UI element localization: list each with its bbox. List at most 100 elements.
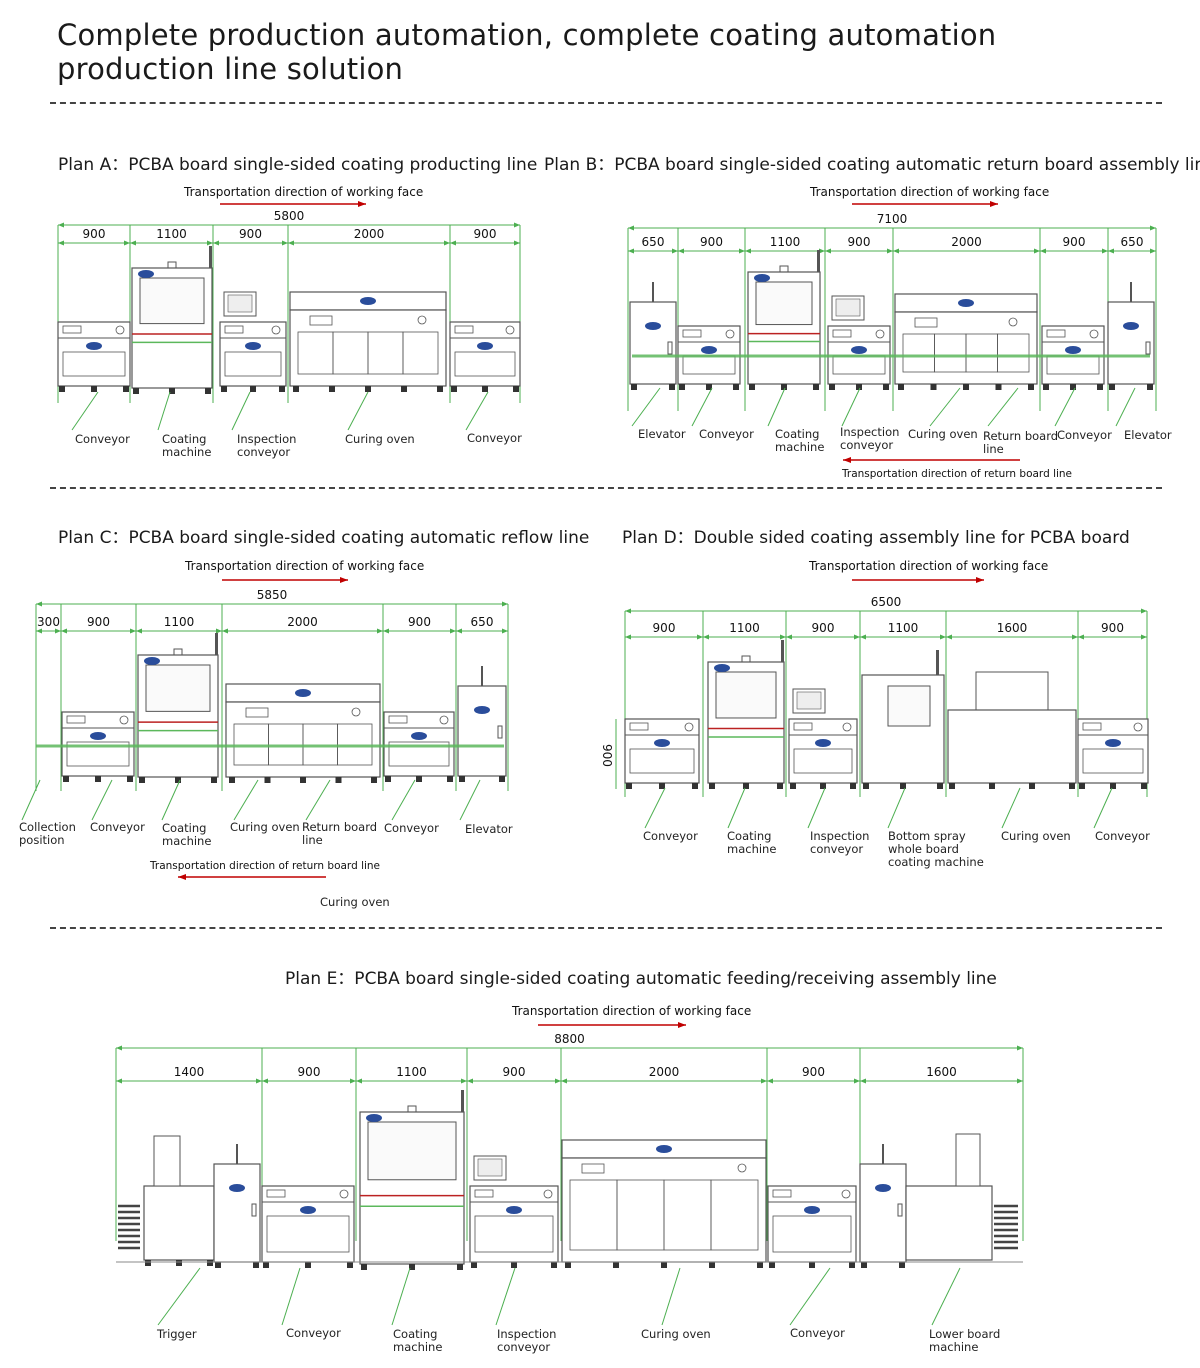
plan-d-leader [887, 787, 906, 829]
coater-logo-icon [714, 664, 730, 672]
plan-d-label-4: Curing oven [1001, 829, 1071, 843]
plan-d-total-dimension: 6500 [870, 595, 902, 609]
oven-knob [417, 315, 427, 325]
conveyor-logo-icon [506, 1206, 522, 1214]
conveyor-panel [1046, 329, 1066, 338]
plan-b-label-3: Inspection conveyor [840, 425, 900, 452]
conveyor-knob [684, 722, 694, 732]
oven-logo-icon [295, 689, 311, 697]
machine-foot [229, 777, 235, 783]
plan-d-label-1: Coating machine [727, 829, 777, 856]
plan-b-segment-line-l [1108, 248, 1114, 254]
oven-door [367, 331, 404, 375]
elevator-body [629, 301, 677, 385]
machine-foot [215, 1262, 221, 1268]
plan-d-segment-line-l [860, 634, 866, 640]
elevator-handle [251, 1203, 257, 1217]
plan-e-label-5: Conveyor [790, 1326, 845, 1340]
plan-e-label-2: Coating machine [393, 1327, 443, 1354]
plan-c-leader [391, 779, 416, 821]
machine-foot [849, 1262, 855, 1268]
plan-a-segment-line-l [213, 240, 219, 246]
plan-c-return-direction-text: Transportation direction of return board… [150, 860, 381, 872]
plan-e-direction-arrow-head [678, 1022, 686, 1028]
plan-d-segment-1: 1100 [729, 621, 760, 635]
coater-top-cap [741, 655, 751, 663]
oven-door [710, 1179, 759, 1251]
plan-b-segment-5: 900 [1062, 235, 1086, 249]
plan-c-segment-line-l [383, 628, 389, 634]
oven-door [965, 333, 998, 373]
plan-d-segment-line-l [1078, 634, 1084, 640]
plan-c-total-dimension: 5850 [256, 588, 288, 602]
oven-door [332, 331, 369, 375]
plan-e-segment-line-r [854, 1078, 860, 1084]
machine-foot [513, 386, 519, 392]
plan-e-leader [495, 1267, 516, 1326]
oven-d-body [947, 709, 1077, 784]
oven-door [297, 331, 334, 375]
plan-d-segment-line-l [946, 634, 952, 640]
plan-c-leader [459, 779, 481, 821]
plan-d-direction-arrow-head [976, 577, 984, 583]
plan-d-segment-line-r [1141, 634, 1147, 640]
machine-foot [777, 783, 783, 789]
oven-hood [289, 291, 447, 311]
trigger-magazine [153, 1135, 181, 1187]
plan-c-leader [91, 779, 113, 821]
conveyor-panel [474, 1189, 494, 1198]
machine-foot [300, 777, 306, 783]
plan-e-leader [391, 1267, 411, 1326]
machine-foot [207, 1260, 213, 1266]
conveyor-logo-icon [1065, 346, 1081, 354]
conveyor-body [383, 711, 455, 777]
machine-foot [133, 388, 139, 394]
plan-b-label-0: Elevator [638, 427, 686, 441]
oven-body [289, 309, 447, 387]
plan-d-segment-3: 1100 [887, 621, 919, 635]
machine-foot [631, 384, 637, 390]
machine-foot [781, 384, 787, 390]
plan-d-height-dimension: 900 [600, 744, 614, 767]
plan-e-segment-line-r [350, 1078, 356, 1084]
plan-d-segment-line-r [780, 634, 786, 640]
plan-d-segment-line-l [625, 634, 631, 640]
conveyor-logo-icon [411, 732, 427, 740]
plan-b-leader [987, 387, 1019, 427]
coater-logo-icon [144, 657, 160, 665]
coater-top-cap [167, 261, 177, 269]
plan-e-leader [661, 1267, 681, 1326]
plan-b-segment-6: 650 [1120, 235, 1144, 249]
plan-d-total-line-l [625, 608, 631, 614]
oven-hood [894, 293, 1038, 313]
conveyor-knob [339, 1189, 349, 1199]
plan-b-direction-text: Transportation direction of working face [810, 185, 1050, 199]
machine-foot [123, 386, 129, 392]
conveyor-panel [388, 715, 408, 724]
coater-top-cap [779, 265, 789, 273]
conveyor-knob [505, 325, 515, 335]
machine-foot [1147, 384, 1153, 390]
plan-a-leader [347, 391, 369, 431]
plan-e-total-line-r [1017, 1045, 1023, 1051]
plan-b-segment-line-r [672, 248, 678, 254]
oven-logo-icon [656, 1145, 672, 1153]
machine-foot [499, 776, 505, 782]
plan-e-leader [157, 1267, 201, 1326]
elevator-post [652, 282, 654, 302]
plan-e-label-6: Lower board machine [929, 1327, 1001, 1354]
machine-foot [820, 783, 826, 789]
coater-signal-tower [215, 633, 218, 655]
coater-window [755, 281, 813, 326]
plan-a-label-3: Curing oven [345, 432, 415, 446]
plan-e-label-1: Conveyor [286, 1326, 341, 1340]
machine-foot [900, 783, 906, 789]
plan-b-segment-line-l [1040, 248, 1046, 254]
machine-foot [749, 384, 755, 390]
oven-door [902, 333, 935, 373]
machine-foot [1097, 384, 1103, 390]
coater-body [359, 1111, 465, 1265]
lower-board-magazine [955, 1133, 981, 1187]
coater-body [707, 661, 785, 784]
machine-foot [949, 783, 955, 789]
